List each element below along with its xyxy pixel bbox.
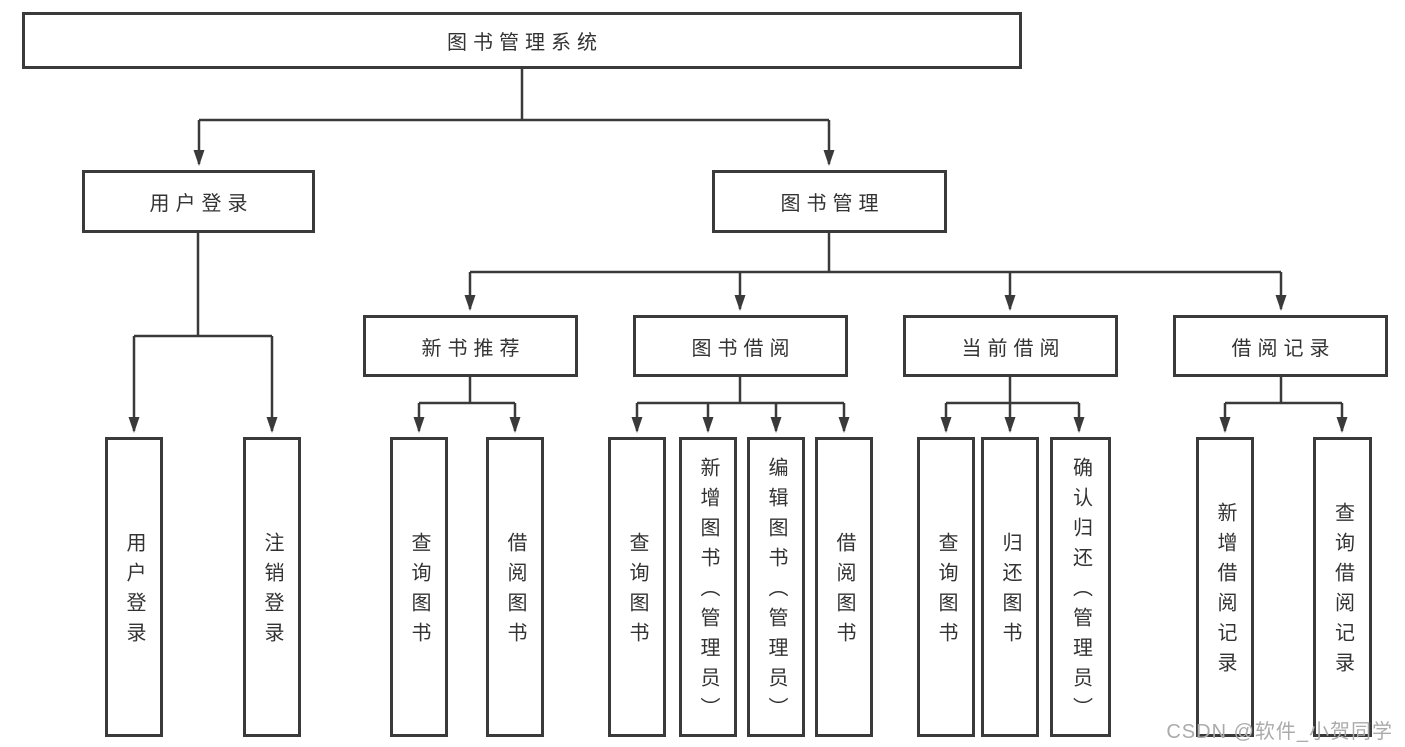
node-label: 新增图书（管理员） <box>697 457 719 727</box>
node-label: 新书推荐 <box>421 337 526 360</box>
leaf-edit-book-admin: 编辑图书（管理员） <box>747 437 805 737</box>
leaf-confirm-return-admin: 确认归还（管理员） <box>1050 437 1111 737</box>
node-label: 确认归还（管理员） <box>1069 457 1092 727</box>
node-borrow-records: 借阅记录 <box>1173 315 1388 377</box>
node-label: 借阅记录 <box>1231 337 1336 360</box>
node-label: 注销登录 <box>261 532 283 652</box>
node-label: 图书管理 <box>780 193 885 215</box>
node-label: 当前借阅 <box>961 337 1066 360</box>
node-label: 图书借阅 <box>691 337 796 360</box>
node-book-management: 图书管理 <box>712 170 947 233</box>
leaf-query-books-borrow: 查询图书 <box>608 437 666 737</box>
node-new-book-recommend: 新书推荐 <box>363 315 578 377</box>
node-label: 编辑图书（管理员） <box>765 457 787 727</box>
node-library-system-root: 图书管理系统 <box>22 12 1022 69</box>
node-label: 用户登录 <box>149 193 254 215</box>
node-book-borrow: 图书借阅 <box>633 315 848 377</box>
leaf-logout: 注销登录 <box>243 437 301 737</box>
node-label: 用户登录 <box>123 532 145 652</box>
leaf-return-book: 归还图书 <box>981 437 1039 737</box>
node-label: 归还图书 <box>999 532 1021 652</box>
leaf-query-books-current: 查询图书 <box>917 437 975 737</box>
node-label: 查询图书 <box>935 532 957 652</box>
leaf-user-login: 用户登录 <box>105 437 163 737</box>
leaf-query-books-recommend: 查询图书 <box>390 437 448 737</box>
leaf-add-book-admin: 新增图书（管理员） <box>679 437 737 737</box>
node-label: 图书管理系统 <box>447 32 603 54</box>
leaf-borrow-books: 借阅图书 <box>815 437 873 737</box>
node-label: 新增借阅记录 <box>1214 502 1236 682</box>
leaf-add-borrow-record: 新增借阅记录 <box>1196 437 1254 737</box>
node-label: 借阅图书 <box>833 532 855 652</box>
node-user-login: 用户登录 <box>82 170 315 233</box>
node-label: 查询借阅记录 <box>1331 502 1354 682</box>
node-label: 借阅图书 <box>504 532 526 652</box>
node-label: 查询图书 <box>626 532 648 652</box>
leaf-query-borrow-record: 查询借阅记录 <box>1313 437 1372 737</box>
csdn-watermark: CSDN @软件_小贺同学 <box>1166 721 1393 743</box>
node-label: 查询图书 <box>408 532 430 652</box>
node-current-borrow: 当前借阅 <box>903 315 1118 377</box>
leaf-borrow-books-recommend: 借阅图书 <box>486 437 544 737</box>
